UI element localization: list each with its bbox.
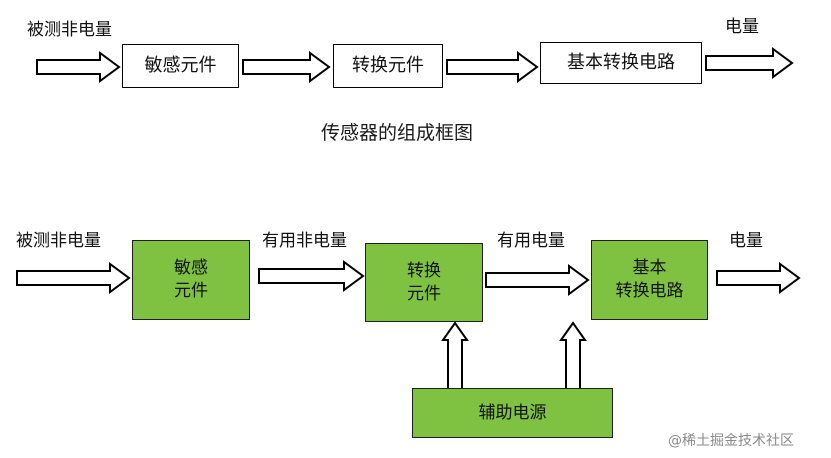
top-block-sensitive-element-label: 敏感元件 — [144, 54, 217, 76]
useful-nonelectric-label: 有用非电量 — [262, 231, 347, 251]
bottom-arrow-input — [16, 262, 131, 294]
watermark: @稀土掘金技术社区 — [668, 433, 794, 449]
top-block-conversion-element: 转换元件 — [333, 44, 443, 88]
bottom-block-basic-circuit: 基本 转换电路 — [591, 240, 708, 320]
bottom-block-sensitive-element-line1: 敏感 — [174, 258, 208, 279]
bottom-block-basic-circuit-line1: 基本 — [632, 258, 667, 279]
power-arrow-to-conversion — [441, 321, 469, 390]
bottom-input-label: 被测非电量 — [16, 231, 101, 251]
top-block-basic-circuit: 基本转换电路 — [540, 42, 702, 84]
auxiliary-power-block: 辅助电源 — [412, 388, 613, 438]
bottom-block-basic-circuit-line2: 转换电路 — [615, 281, 684, 301]
bottom-block-sensitive-element-line2: 元件 — [174, 281, 208, 301]
bottom-arrow-2 — [485, 264, 590, 296]
bottom-arrow-1 — [258, 260, 365, 292]
top-arrow-1 — [36, 51, 121, 83]
bottom-block-sensitive-element: 敏感 元件 — [132, 240, 250, 320]
useful-electric-label: 有用电量 — [497, 231, 565, 251]
top-diagram-caption: 传感器的组成框图 — [321, 122, 474, 144]
top-input-label: 被测非电量 — [27, 20, 112, 40]
top-block-conversion-element-label: 转换元件 — [352, 54, 424, 76]
power-arrow-to-basic-circuit — [559, 321, 587, 390]
bottom-block-conversion-element-line2: 元件 — [407, 283, 441, 304]
bottom-output-label: 电量 — [729, 231, 763, 251]
bottom-block-conversion-element: 转换 元件 — [365, 243, 483, 322]
bottom-output-arrow — [716, 262, 801, 294]
top-block-sensitive-element: 敏感元件 — [122, 44, 239, 88]
top-block-basic-circuit-label: 基本转换电路 — [567, 51, 675, 73]
top-arrow-2 — [242, 51, 331, 83]
top-output-label: 电量 — [725, 17, 759, 37]
top-arrow-3 — [446, 51, 539, 83]
top-output-arrow — [705, 47, 794, 79]
auxiliary-power-block-label: 辅助电源 — [478, 402, 547, 423]
bottom-block-conversion-element-line1: 转换 — [407, 260, 441, 281]
